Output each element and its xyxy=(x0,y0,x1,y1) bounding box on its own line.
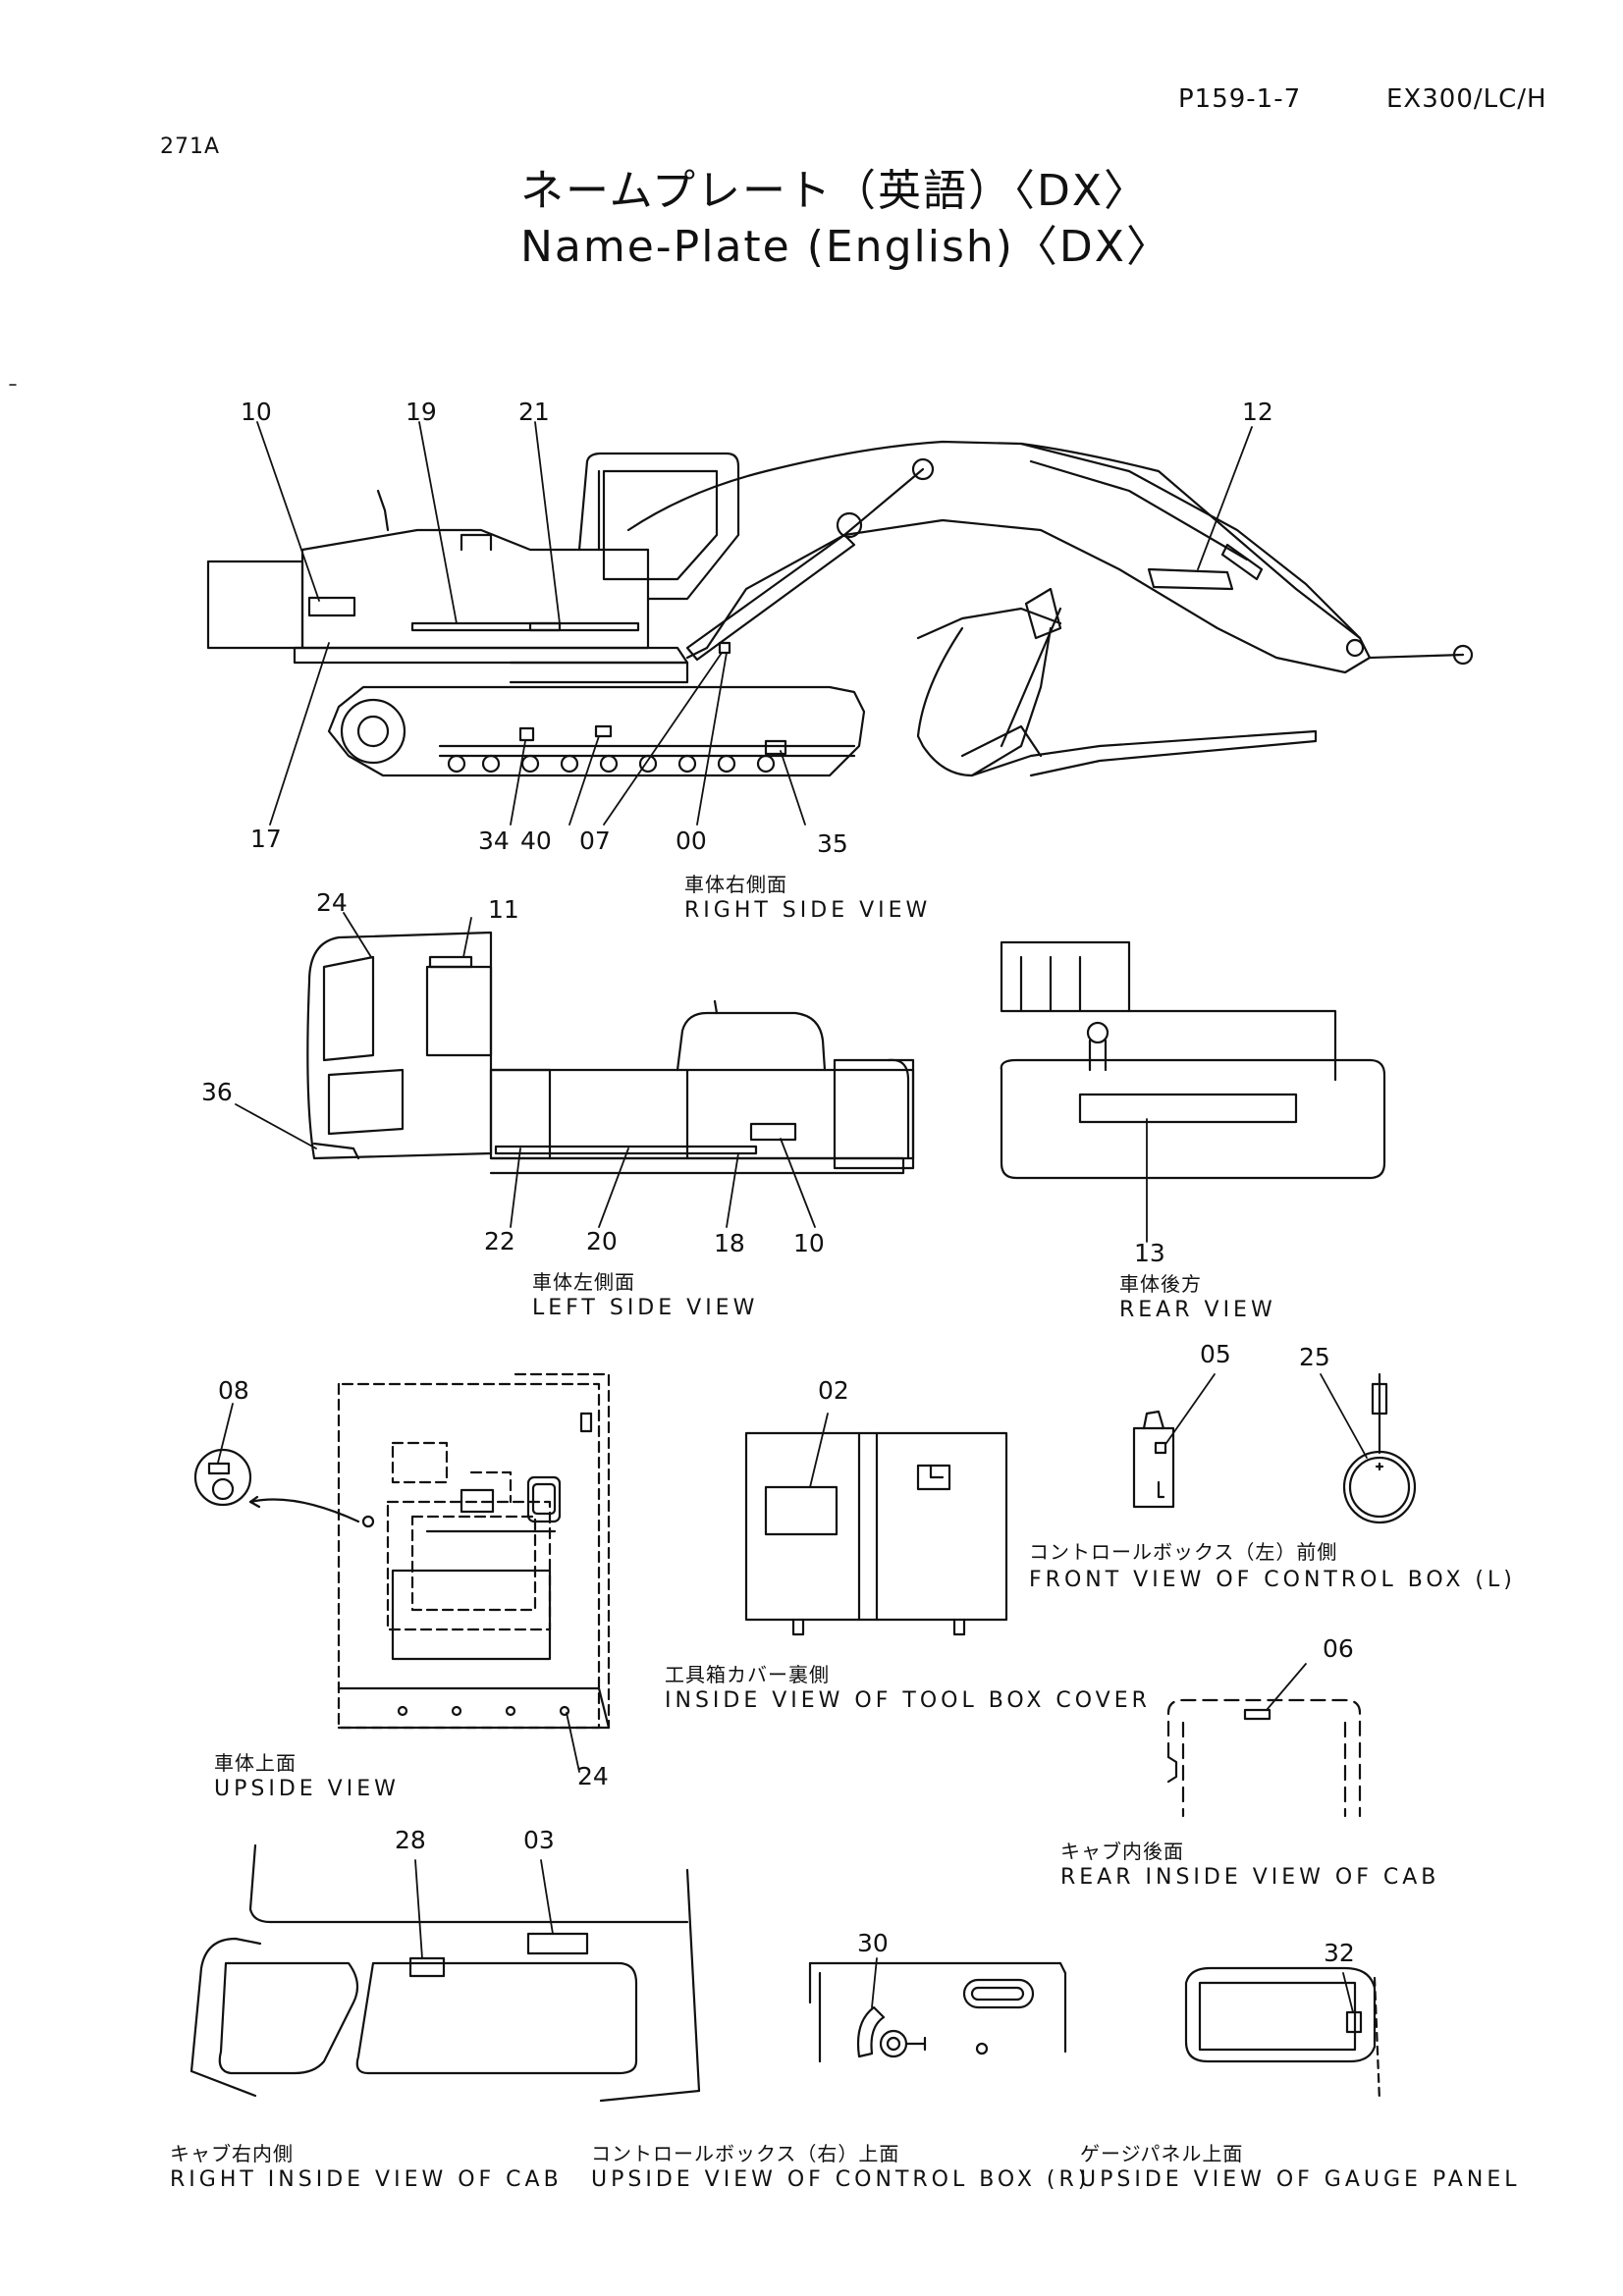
upside-view-leaders xyxy=(217,1403,580,1773)
callout-number: 08 xyxy=(218,1376,249,1405)
view-caption-japanese: ゲージパネル上面 xyxy=(1080,2142,1244,2165)
gauge-panel-leaders xyxy=(1342,1972,1354,2013)
callout-number: 18 xyxy=(714,1229,745,1257)
callout-number: 25 xyxy=(1299,1343,1330,1371)
callout-number: 21 xyxy=(518,398,550,426)
right-side-view-drawing xyxy=(206,440,1474,777)
callout-number: 35 xyxy=(817,829,848,858)
callout-number: 10 xyxy=(241,398,272,426)
right-side-view-leaders xyxy=(256,421,1253,826)
callout-number: 12 xyxy=(1242,398,1273,426)
view-caption-japanese: コントロールボックス（右）上面 xyxy=(591,2142,900,2165)
callout-number: 20 xyxy=(586,1227,618,1255)
view-caption-japanese: 車体上面 xyxy=(214,1751,297,1775)
callout-number: 06 xyxy=(1323,1634,1354,1663)
view-caption: FRONT VIEW OF CONTROL BOX (L) xyxy=(1029,1568,1516,1592)
rear-cab-leaders xyxy=(1266,1663,1307,1711)
callout-number: 11 xyxy=(488,895,519,924)
title-english: Name-Plate (English)〈DX〉 xyxy=(520,222,1171,272)
view-caption: RIGHT INSIDE VIEW OF CAB xyxy=(170,2167,563,2192)
callout-number: 22 xyxy=(484,1227,515,1255)
view-caption-japanese: 工具箱カバー裏側 xyxy=(665,1663,830,1686)
callout-number: 17 xyxy=(250,825,282,853)
model-code: EX300/LC/H xyxy=(1386,84,1547,114)
gauge-panel-drawing xyxy=(1184,1966,1381,2103)
view-caption-japanese: 車体左側面 xyxy=(532,1270,635,1294)
callout-number: 30 xyxy=(857,1929,889,1957)
view-caption: REAR VIEW xyxy=(1119,1298,1276,1322)
view-caption-japanese: コントロールボックス（左）前側 xyxy=(1029,1540,1338,1564)
view-caption: UPSIDE VIEW OF GAUGE PANEL xyxy=(1080,2167,1521,2192)
view-caption-japanese: キャブ内後面 xyxy=(1060,1840,1184,1863)
callout-number: 34 xyxy=(478,827,510,855)
control-box-r-drawing xyxy=(808,1961,1067,2063)
control-box-r-leaders xyxy=(871,1957,878,2008)
view-caption-japanese: キャブ右内側 xyxy=(170,2142,294,2165)
callout-number: 05 xyxy=(1200,1340,1231,1368)
view-caption-japanese: 車体後方 xyxy=(1119,1272,1202,1296)
title-japanese: ネームプレート（英語）〈DX〉 xyxy=(520,166,1150,216)
view-caption: INSIDE VIEW OF TOOL BOX COVER xyxy=(665,1688,1151,1713)
callout-number: 00 xyxy=(676,827,707,855)
tool-box-leaders xyxy=(809,1413,829,1488)
callout-number: 10 xyxy=(793,1229,825,1257)
left-side-view-drawing xyxy=(306,931,915,1175)
callout-number: 02 xyxy=(818,1376,849,1405)
rear-view-drawing xyxy=(1000,940,1386,1180)
upside-view-solid xyxy=(193,1412,611,1730)
callout-number: 19 xyxy=(406,398,437,426)
callout-number: 36 xyxy=(201,1078,233,1106)
right-cab-drawing xyxy=(189,1843,701,2103)
callout-number: 13 xyxy=(1134,1239,1165,1267)
callout-number: 24 xyxy=(316,888,348,917)
page-id: P159-1-7 xyxy=(1178,84,1302,114)
view-caption: RIGHT SIDE VIEW xyxy=(684,898,932,923)
left-side-view-leaders xyxy=(235,912,816,1228)
callout-number: 40 xyxy=(520,827,552,855)
callout-number: 28 xyxy=(395,1826,426,1854)
control-box-l-drawing xyxy=(1132,1372,1417,1524)
tool-box-drawing xyxy=(744,1431,1008,1636)
callout-number: 32 xyxy=(1324,1939,1355,1967)
view-caption: REAR INSIDE VIEW OF CAB xyxy=(1060,1865,1440,1890)
view-caption: UPSIDE VIEW OF CONTROL BOX (R) xyxy=(591,2167,1091,2192)
callout-number: 07 xyxy=(579,827,611,855)
right-cab-leaders xyxy=(414,1859,554,1959)
rear-cab-drawing xyxy=(1166,1698,1362,1818)
callout-number: 03 xyxy=(523,1826,555,1854)
upside-view-drawing xyxy=(337,1372,611,1730)
sheet-code: 271A xyxy=(160,134,221,159)
view-caption-japanese: 車体右側面 xyxy=(684,873,787,896)
control-box-l-leaders xyxy=(1165,1373,1368,1459)
view-caption: LEFT SIDE VIEW xyxy=(532,1296,759,1320)
rear-cab-solid xyxy=(1166,1708,1271,1784)
callout-number: 24 xyxy=(577,1762,609,1790)
view-caption: UPSIDE VIEW xyxy=(214,1777,400,1801)
